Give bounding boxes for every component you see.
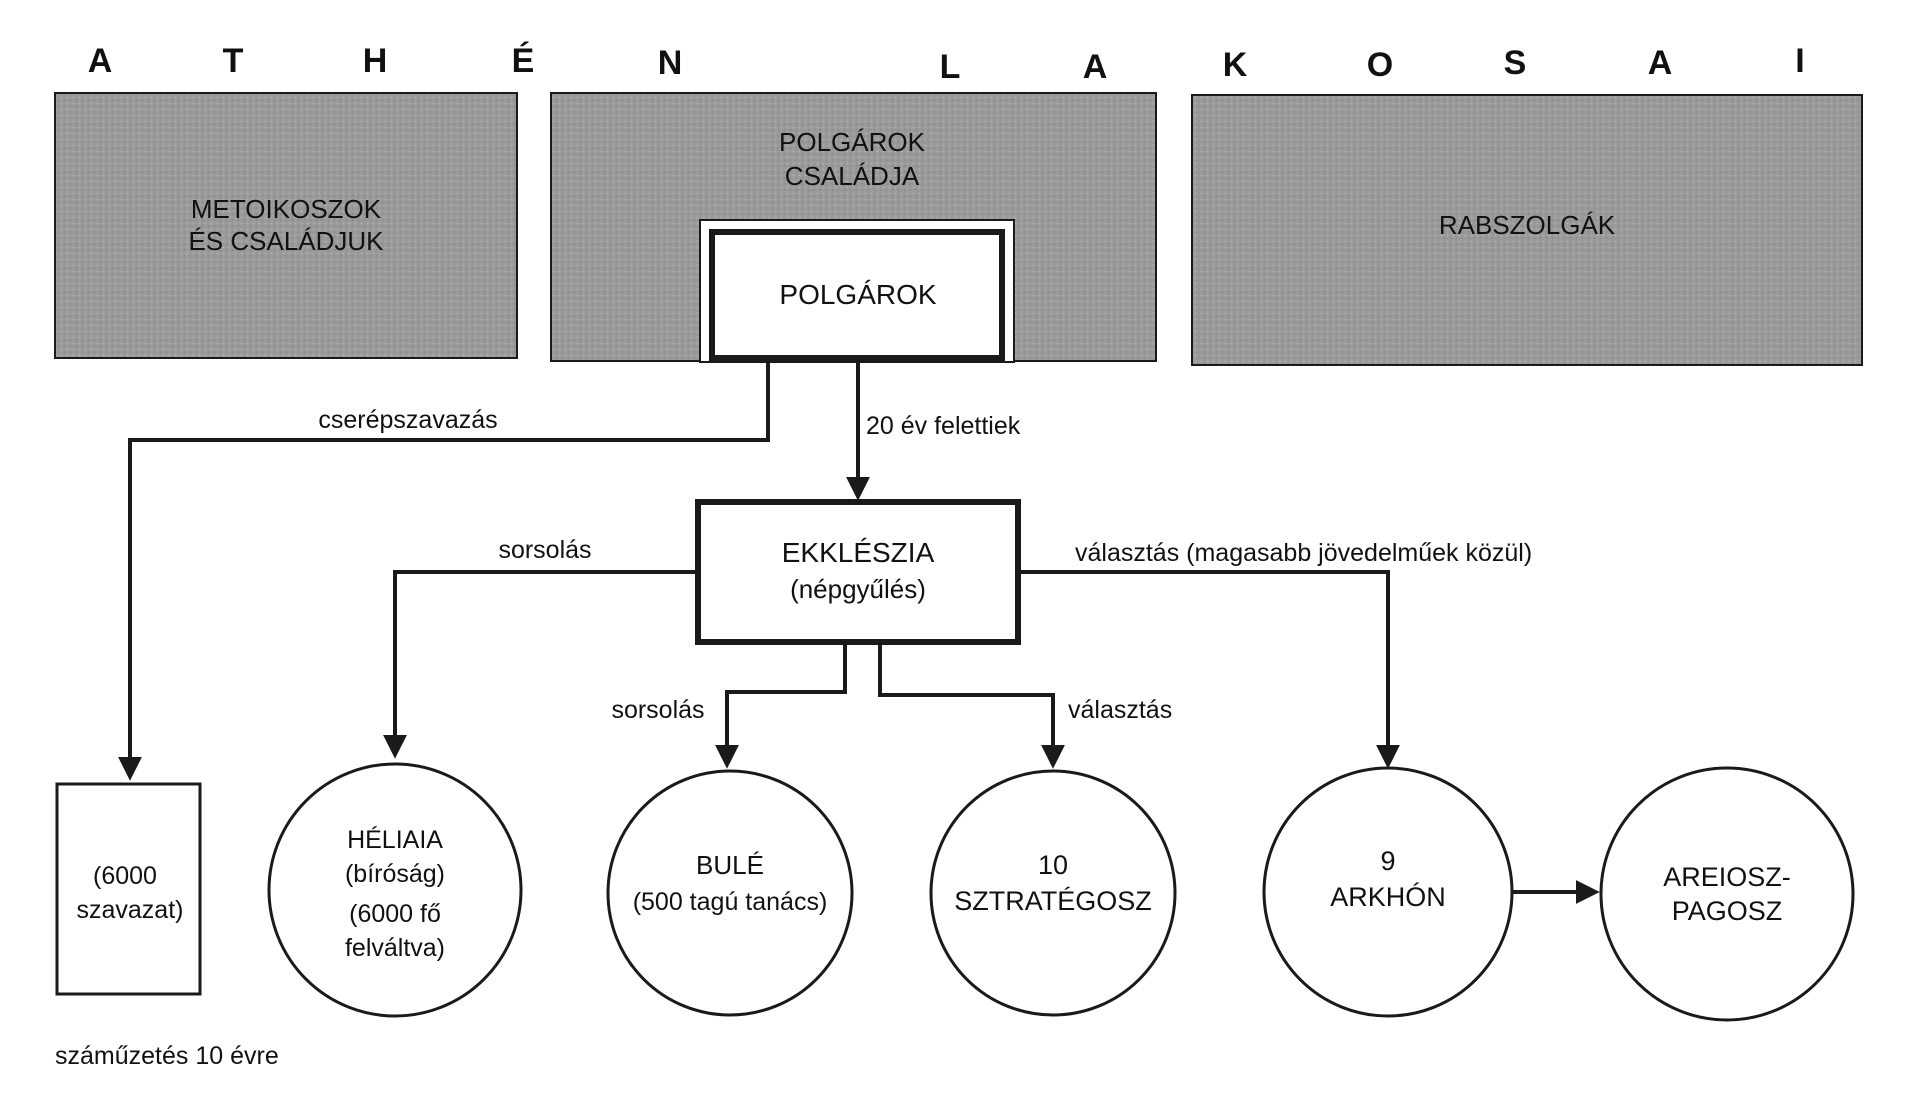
areiosz-label: AREIOSZ-	[1663, 862, 1791, 892]
header-letter: O	[1367, 46, 1393, 84]
group-metoikos: METOIKOSZOK ÉS CSALÁDJUK	[54, 92, 518, 359]
szavazat-box	[55, 782, 202, 996]
polgar-csalad-label: POLGÁROK	[779, 127, 926, 157]
bule-circle	[606, 769, 854, 1017]
heliaia-label: (bíróság)	[345, 860, 445, 888]
header-letter: I	[1795, 42, 1804, 80]
node-szavazat: (6000 szavazat)	[55, 782, 202, 996]
rabszolgak-box	[1191, 94, 1863, 366]
sztrategosz-circle	[929, 769, 1177, 1017]
arrow-cserep	[118, 358, 770, 781]
heliaia-circle	[267, 762, 523, 1018]
node-arkhon: 9 ARKHÓN	[1262, 766, 1514, 1018]
heliaia-label: HÉLIAIA	[347, 825, 443, 854]
arrow-arkhon	[1018, 570, 1400, 769]
connectors	[118, 358, 1600, 904]
header-letter: L	[940, 48, 961, 86]
edge-label-valasztas-sztrat: választás	[1068, 696, 1172, 724]
szavazat-label: (6000	[93, 862, 157, 890]
edge-label-valasztas-arkhon: választás (magasabb jövedelműek közül)	[1075, 539, 1532, 567]
header-letter: K	[1223, 46, 1248, 84]
header-letter: A	[1083, 48, 1108, 86]
edge-label-sorsolas-bule: sorsolás	[611, 696, 704, 724]
arkhon-circle	[1262, 766, 1514, 1018]
ekklesia-label: (népgyűlés)	[790, 574, 926, 604]
areiosz-circle	[1599, 766, 1855, 1022]
header-letter: A	[1648, 44, 1673, 82]
areiosz-label: PAGOSZ	[1672, 896, 1783, 926]
arkhon-label: 9	[1380, 846, 1395, 876]
arkhon-label: ARKHÓN	[1330, 881, 1446, 912]
polgar-csalad-label: CSALÁDJA	[785, 161, 920, 191]
node-sztrategosz: 10 SZTRATÉGOSZ	[929, 769, 1177, 1017]
group-rabszolgak: RABSZOLGÁK	[1191, 94, 1863, 366]
header-letter: A	[88, 42, 113, 80]
node-heliaia: HÉLIAIA (bíróság) (6000 fő felváltva)	[267, 762, 523, 1018]
polgarok-label: POLGÁROK	[779, 279, 936, 310]
footer-szamuzetes: száműzetés 10 évre	[55, 1042, 279, 1070]
ekklesia-box	[695, 499, 1021, 645]
metoikos-box	[54, 92, 518, 359]
bule-label: BULÉ	[696, 850, 764, 880]
heliaia-label: felváltva)	[345, 934, 445, 962]
node-bule: BULÉ (500 tagú tanács)	[606, 769, 854, 1017]
node-ekklesia: EKKLÉSZIA (népgyűlés)	[695, 499, 1021, 645]
arrow-sztrategosz	[878, 642, 1065, 769]
szavazat-label: szavazat)	[77, 896, 184, 924]
arrow-heliaia	[383, 570, 698, 759]
metoikos-label: ÉS CSALÁDJUK	[188, 226, 384, 256]
node-polgarok: POLGÁROK	[699, 219, 1015, 363]
sztrategosz-label: SZTRATÉGOSZ	[954, 886, 1152, 916]
edge-label-sorsolas-heliaia: sorsolás	[498, 536, 591, 564]
header-letter: É	[512, 42, 535, 80]
metoikos-label: METOIKOSZOK	[191, 194, 382, 224]
header-letter: S	[1504, 44, 1527, 82]
rabszolgak-label: RABSZOLGÁK	[1439, 210, 1616, 240]
node-areiosz: AREIOSZ- PAGOSZ	[1599, 766, 1855, 1022]
ekklesia-label: EKKLÉSZIA	[782, 537, 935, 568]
bule-label: (500 tagú tanács)	[633, 888, 828, 916]
arrow-bule	[715, 642, 847, 769]
header-letter: N	[658, 44, 683, 82]
header-title: A T H É N L A K O S A I	[88, 42, 1805, 86]
header-letter: H	[363, 42, 388, 80]
heliaia-label: (6000 fő	[349, 900, 441, 928]
edge-label-felettiek: 20 év felettiek	[866, 412, 1021, 440]
edge-label-cserep: cserépszavazás	[318, 406, 497, 434]
header-letter: T	[223, 42, 244, 80]
polgarok-box	[709, 229, 1005, 361]
sztrategosz-label: 10	[1038, 850, 1068, 880]
